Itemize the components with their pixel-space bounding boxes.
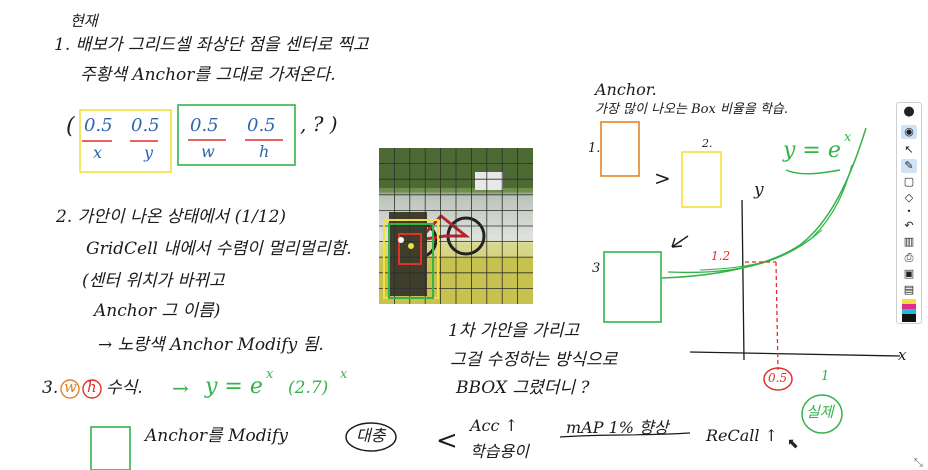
anchor-box-2 — [681, 151, 722, 208]
graph-value-0-5: 0.5 — [768, 371, 788, 385]
circle-dae — [345, 422, 397, 452]
tuple-label-h: h — [259, 142, 270, 161]
step2-line2: GridCell 내에서 수렴이 멀리멀리함. — [86, 239, 352, 259]
graph-x-axis — [689, 351, 901, 357]
tuple-value-h: 0.5 — [247, 115, 276, 136]
middle-bracket: < — [436, 426, 458, 456]
tuple-value-y: 0.5 — [131, 115, 160, 136]
anchor-arrow: > — [654, 166, 671, 190]
cursor-icon[interactable]: ↖ — [904, 143, 914, 156]
drawing-toolbar: ● ◉ ↖ ✎ ▢ ◇ • ↶ ▥ ⎙ ▣ ▤ — [896, 102, 922, 324]
eraser-icon[interactable]: ◇ — [904, 191, 914, 204]
anchor-subtitle: 가장 많이 나오는 Box 비율을 학습. — [595, 102, 789, 117]
color-swatch-magenta[interactable] — [902, 304, 916, 309]
step3-h: h — [87, 378, 97, 396]
color-swatch-cyan[interactable] — [902, 309, 916, 314]
step2-line3: (센터 위치가 바뀌고 — [82, 271, 225, 291]
step3-formula: y = e — [205, 374, 263, 399]
graph-axis-x: x — [898, 346, 907, 364]
middle-learn: 학습용이 — [470, 442, 529, 461]
undo-icon[interactable]: ↶ — [904, 219, 914, 232]
anchor-box-1 — [600, 121, 640, 177]
camera-icon[interactable]: ▣ — [903, 267, 915, 280]
tuple-label-w: w — [201, 142, 215, 161]
resize-handle-icon[interactable]: ⤡ — [914, 456, 923, 469]
step3-text: 수식. — [106, 378, 143, 398]
anchor-box-3 — [603, 251, 662, 323]
tuple-label-x: x — [93, 143, 103, 162]
page-icon[interactable]: ▤ — [903, 283, 915, 296]
dot-icon: • — [906, 207, 912, 216]
anchor-label-1: 1. — [588, 141, 601, 156]
arrow-underline — [559, 432, 691, 438]
circle-real — [801, 394, 843, 434]
step3-paren-exp: x — [340, 367, 348, 382]
page-title: 현재 — [70, 12, 98, 30]
step3-w: w — [64, 378, 77, 396]
anchor-label-2: 2. — [702, 137, 713, 150]
exp-curve-3 — [699, 229, 823, 271]
print-icon[interactable]: ⎙ — [904, 251, 914, 264]
tuple-open: ( — [66, 114, 75, 139]
photo-grid-overlay — [379, 148, 533, 304]
color-swatch-yellow[interactable] — [902, 299, 916, 304]
bottom-green-box — [90, 426, 131, 470]
step1-line1: 1. 배보가 그리드셀 좌상단 점을 센터로 찍고 — [54, 35, 369, 55]
step2-line5: → 노랑색 Anchor Modify 됨. — [98, 335, 324, 355]
step2-line1: 2. 가안이 나온 상태에서 (1/12) — [56, 207, 287, 227]
tuple-label-y: y — [144, 143, 154, 162]
graph-y-axis — [741, 199, 745, 361]
graph-real-note: 실제 — [806, 403, 834, 421]
graph-formula-exp: x — [844, 130, 852, 145]
tuple-tail: , ? ) — [300, 112, 338, 136]
graph-value-1-2: 1.2 — [711, 249, 731, 263]
step1-line2: 주황색 Anchor를 그대로 가져온다. — [80, 65, 336, 85]
circle-w — [60, 379, 80, 399]
step3-paren: (2.7) — [288, 378, 329, 398]
middle-line2: 그걸 수정하는 방식으로 — [450, 350, 618, 370]
step3-formula-exp: x — [266, 367, 274, 382]
cursor-icon-canvas: ⬉ — [787, 436, 799, 452]
bottom-circled-note: 대충 — [356, 426, 386, 445]
anchor-label-3: 3 — [592, 261, 601, 276]
yellow-tuple-box — [79, 109, 172, 173]
middle-map: mAP 1% 향상 — [566, 418, 669, 437]
pen-icon[interactable]: ● — [903, 104, 915, 119]
marker-icon[interactable]: ✎ — [901, 159, 917, 173]
tuple-value-x: 0.5 — [84, 115, 113, 136]
eye-icon[interactable]: ◉ — [901, 125, 917, 139]
green-tuple-box — [177, 104, 296, 166]
anchor-title: Anchor. — [595, 80, 657, 99]
middle-acc: Acc ↑ — [470, 416, 518, 435]
bicycle-photo — [379, 148, 533, 304]
color-swatch-black[interactable] — [902, 314, 916, 322]
circle-h — [82, 379, 102, 399]
square-icon[interactable]: ▢ — [903, 175, 915, 188]
step3-arrow: → — [172, 376, 189, 400]
step3-number: 3. — [42, 378, 59, 398]
circle-0-5 — [763, 367, 793, 391]
arrow-to-box3 — [671, 235, 689, 248]
tuple-value-w: 0.5 — [190, 115, 219, 136]
graph-axis-y: y — [754, 180, 764, 200]
formula-underline — [785, 169, 841, 175]
graph-value-1: 1 — [821, 369, 830, 384]
trash-icon[interactable]: ▥ — [903, 235, 915, 248]
bottom-anchor-modify: Anchor를 Modify — [145, 426, 288, 446]
middle-line1: 1차 가안을 가리고 — [448, 321, 580, 341]
graph-formula: y = e — [783, 138, 841, 163]
middle-line3: BBOX 그렸더니 ? — [456, 378, 590, 398]
middle-recall: ReCall ↑ — [706, 426, 779, 445]
step2-line4: Anchor 그 이름) — [94, 301, 221, 321]
